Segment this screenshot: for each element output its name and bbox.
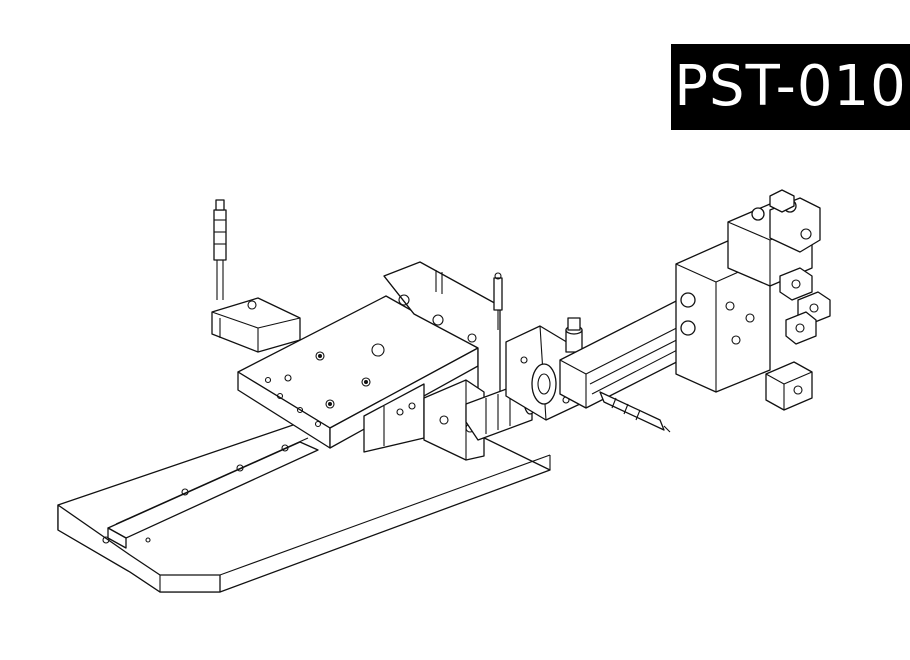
model-label: PST-010 — [671, 44, 910, 130]
bottom-solenoid — [765, 361, 813, 411]
rear-cylinder — [211, 297, 301, 353]
cylinder-fitting — [565, 317, 583, 353]
model-label-text: PST-010 — [674, 54, 907, 119]
solenoid-valves — [727, 189, 821, 287]
rear-sensor-rod — [213, 199, 227, 300]
push-in-fittings — [779, 267, 831, 345]
linear-rail — [107, 437, 319, 549]
middle-sensor — [493, 272, 503, 330]
cylinder-end-block — [505, 325, 581, 421]
front-sensor-probe — [599, 391, 671, 433]
